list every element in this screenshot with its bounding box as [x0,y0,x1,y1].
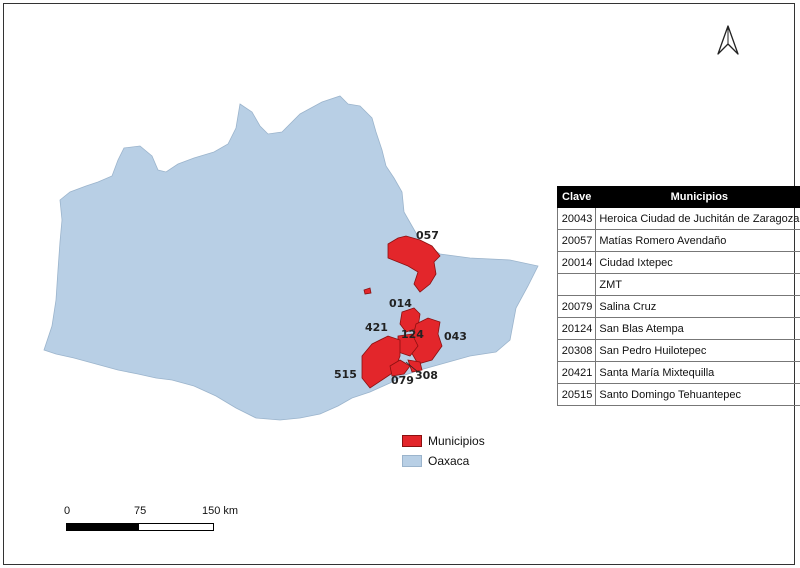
scale-label-0: 0 [64,505,71,517]
label-043: 043 [444,330,467,343]
row-code: 20057 [556,229,597,252]
scale-label-150: 150 km [202,505,239,517]
municipio-057-shape [387,235,441,293]
legend-label-municipios: Municipios [428,434,485,448]
row-code [556,273,597,296]
label-308: 308 [415,369,438,382]
municipios-layer [361,235,443,389]
scale-segment-white [138,523,214,531]
north-arrow-icon [717,25,739,55]
header-municipios: Municipios [595,186,800,208]
row-code: 20124 [556,317,597,340]
scale-segment-black [66,523,138,531]
row-name: Heroica Ciudad de Juchitán de Zaragoza [595,207,800,230]
row-code: 20014 [556,251,597,274]
row-code: 20421 [556,361,597,384]
map-legend: Municipios Oaxaca [402,431,485,471]
row-name: Santo Domingo Tehuantepec [595,383,800,406]
leader-line-308 [405,361,419,373]
label-057: 057 [416,229,439,242]
row-code: 20079 [556,295,597,318]
row-name: San Blas Atempa [595,317,800,340]
row-name: Ciudad Ixtepec [595,251,800,274]
oaxaca-state-shape [43,95,539,421]
legend-swatch-municipios [402,435,422,447]
municipio-079-shape [389,359,411,377]
header-clave: Clave [556,186,597,208]
table-row: ZMT [556,273,800,296]
municipio-308-shape [407,359,423,373]
row-name: Santa María Mixtequilla [595,361,800,384]
row-name: ZMT [595,273,800,296]
legend-label-oaxaca: Oaxaca [428,454,470,468]
scale-label-75: 75 [134,505,147,517]
municipio-043-shape [409,317,443,365]
municipio-small-shape [363,287,372,295]
legend-item-oaxaca: Oaxaca [402,451,485,471]
row-name: Matías Romero Avendaño [595,229,800,252]
label-079: 079 [391,374,414,387]
label-421: 421 [365,321,388,334]
row-code: 20043 [556,207,597,230]
table-header-row: Clave Municipios [556,186,800,208]
legend-swatch-oaxaca [402,455,422,467]
row-code: 20308 [556,339,597,362]
label-515: 515 [334,368,357,381]
row-name: San Pedro Huilotepec [595,339,800,362]
label-014: 014 [389,297,412,310]
row-code: 20515 [556,383,597,406]
row-name: Salina Cruz [595,295,800,318]
label-124: 124 [401,328,424,341]
legend-item-municipios: Municipios [402,431,485,451]
